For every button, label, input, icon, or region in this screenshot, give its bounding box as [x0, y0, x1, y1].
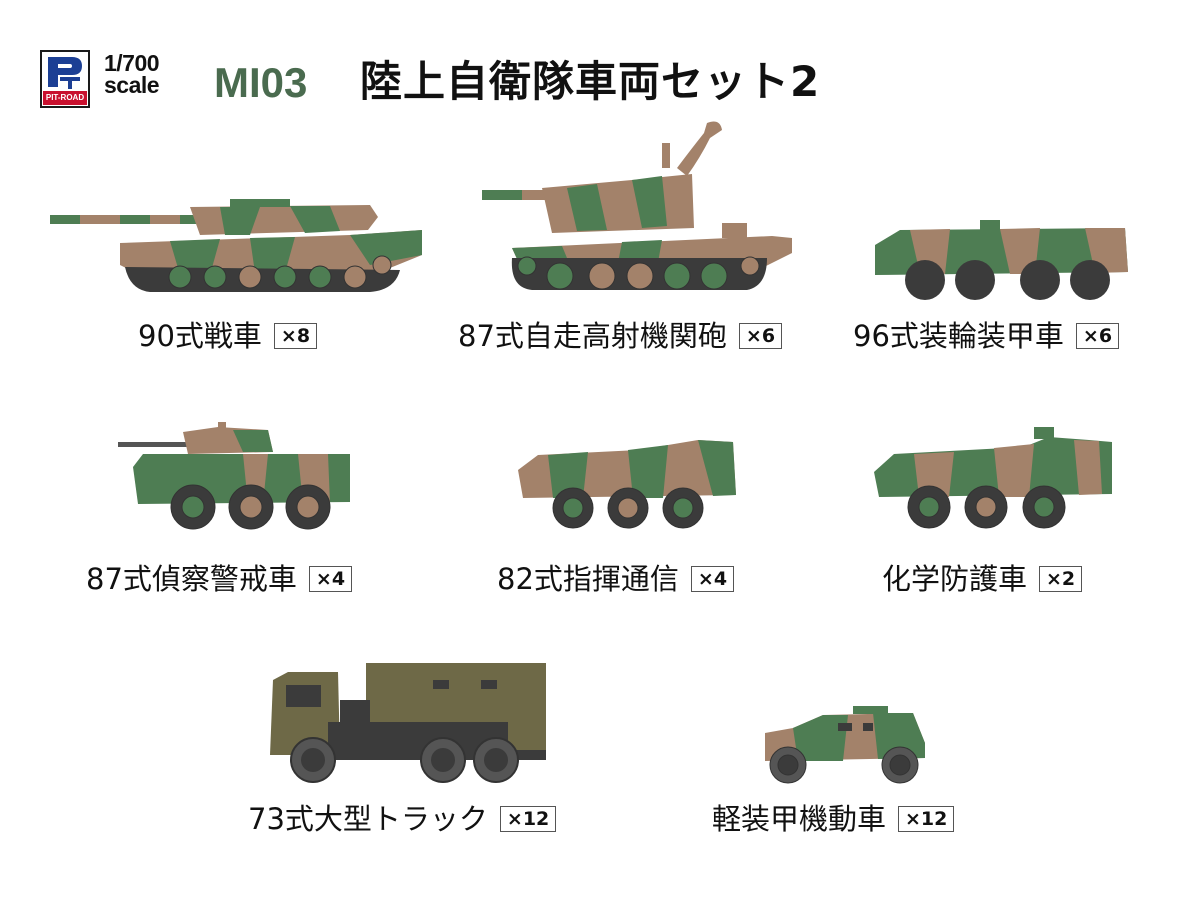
- brand-name: PIT-ROAD: [43, 91, 87, 105]
- quantity-badge: ×8: [273, 323, 318, 349]
- vehicle-label: 96式装輪装甲車 ×6: [853, 318, 1120, 354]
- vehicle-name: 73式大型トラック: [248, 802, 488, 836]
- type90-tank-icon: [50, 195, 425, 295]
- scale-ratio: 1/700: [104, 50, 160, 76]
- light-armored-vehicle-icon: [763, 703, 928, 785]
- quantity-badge: ×12: [898, 806, 955, 832]
- pit-road-p-icon: [48, 57, 82, 89]
- quantity-badge: ×4: [308, 566, 353, 592]
- type87-spaag-icon: [482, 118, 797, 298]
- vehicle-label: 90式戦車 ×8: [138, 318, 318, 354]
- scale-label: 1/700 scale: [104, 50, 160, 98]
- vehicle-label: 化学防護車 ×2: [882, 561, 1083, 597]
- pit-road-logo: PIT-ROAD: [40, 50, 90, 108]
- vehicle-name: 90式戦車: [138, 319, 262, 353]
- quantity-badge: ×6: [1075, 323, 1120, 349]
- quantity-badge: ×6: [738, 323, 783, 349]
- vehicle-name: 96式装輪装甲車: [853, 319, 1064, 353]
- quantity-badge: ×2: [1039, 566, 1083, 592]
- vehicle-label: 87式偵察警戒車 ×4: [86, 561, 353, 597]
- product-code: MI03: [214, 59, 308, 106]
- vehicle-name: 87式自走高射機関砲: [458, 319, 727, 353]
- page-title: 陸上自衛隊車両セット2: [360, 57, 821, 106]
- vehicle-label: 73式大型トラック ×12: [248, 801, 557, 837]
- vehicle-label: 82式指揮通信 ×4: [497, 561, 735, 597]
- vehicle-name: 87式偵察警戒車: [86, 562, 297, 596]
- type87-recon-vehicle-icon: [118, 422, 353, 534]
- quantity-badge: ×12: [499, 806, 557, 832]
- vehicle-label: 軽装甲機動車 ×12: [712, 801, 955, 837]
- type73-heavy-truck-icon: [268, 660, 550, 785]
- type82-command-vehicle-icon: [518, 430, 740, 532]
- chemical-protection-vehicle-icon: [874, 422, 1114, 532]
- vehicle-name: 化学防護車: [882, 562, 1028, 596]
- vehicle-name: 軽装甲機動車: [712, 802, 887, 836]
- scale-word: scale: [104, 72, 160, 98]
- type96-wheeled-apc-icon: [870, 210, 1132, 305]
- vehicle-name: 82式指揮通信: [497, 562, 679, 596]
- vehicle-label: 87式自走高射機関砲 ×6: [458, 318, 783, 354]
- quantity-badge: ×4: [690, 566, 735, 592]
